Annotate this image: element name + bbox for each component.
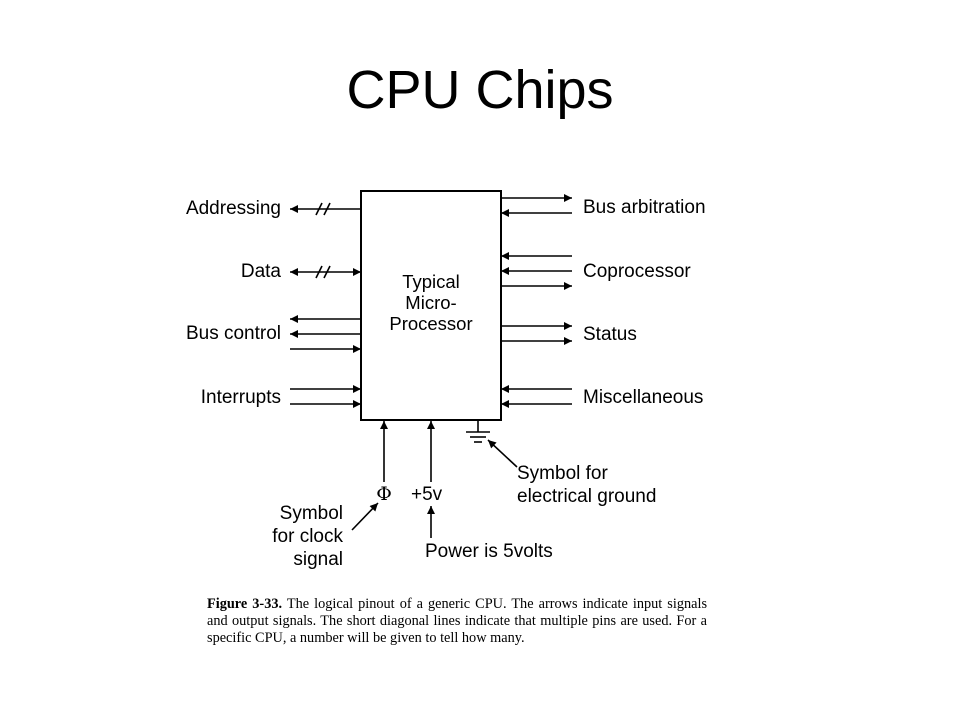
figure-caption-text: The logical pinout of a generic CPU. The… — [207, 596, 708, 646]
left-pin-label-bus-control: Bus control — [186, 323, 281, 344]
bus-arbitration-pin-group — [501, 194, 572, 217]
clock-note-arrow — [351, 502, 379, 531]
bus-control-pin-group — [290, 315, 361, 353]
power-label: +5v — [411, 484, 443, 505]
cpu-chip-box — [360, 190, 502, 421]
left-pin-label-interrupts: Interrupts — [201, 387, 281, 408]
figure-number: Figure 3-33. — [207, 596, 283, 612]
right-pin-label-miscellaneous: Miscellaneous — [583, 387, 703, 408]
left-pin-label-addressing: Addressing — [186, 198, 281, 219]
clock-note-line2: for clock — [272, 526, 343, 547]
right-pin-label-status: Status — [583, 324, 637, 345]
right-pin-label-bus-arbitration: Bus arbitration — [583, 197, 706, 218]
ground-note-line2: electrical ground — [517, 486, 656, 507]
ground-note-line1: Symbol for — [517, 463, 608, 484]
clock-symbol: Φ — [376, 483, 392, 505]
ground-symbol — [466, 420, 490, 443]
chip-label-line1: Typical — [402, 271, 460, 292]
figure-caption: Figure 3-33. The logical pinout of a gen… — [207, 596, 707, 647]
miscellaneous-pin-group — [501, 385, 572, 408]
chip-label-line3: Processor — [389, 313, 472, 334]
clock-note-line3: signal — [293, 549, 343, 570]
interrupts-pin-group — [290, 385, 361, 408]
coprocessor-pin-group — [501, 252, 572, 290]
chip-label-line2: Micro- — [405, 292, 456, 313]
left-pin-label-data: Data — [241, 261, 282, 282]
power-note: Power is 5volts — [425, 541, 553, 562]
right-pin-label-coprocessor: Coprocessor — [583, 261, 691, 282]
clock-note-line1: Symbol — [280, 503, 343, 524]
status-pin-group — [501, 322, 572, 345]
slide-title: CPU Chips — [346, 60, 614, 120]
ground-note-arrow — [487, 439, 518, 468]
addressing-pin-group — [290, 202, 361, 216]
data-pin-group — [290, 265, 361, 279]
